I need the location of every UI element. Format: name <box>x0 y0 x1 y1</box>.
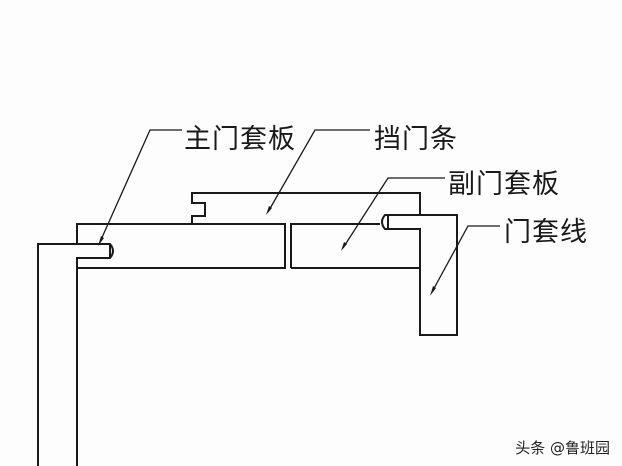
leader-main-jamb <box>99 129 182 243</box>
leader-secondary-jamb <box>342 177 445 249</box>
label-door-stop: 挡门条 <box>374 124 458 155</box>
leader-door-stop <box>267 129 370 213</box>
leader-arrowheads <box>98 206 436 296</box>
main-jamb <box>76 223 286 269</box>
right-casing <box>381 214 458 336</box>
door-stop <box>191 192 421 224</box>
leader-lines <box>99 129 500 293</box>
secondary-jamb <box>290 223 420 269</box>
label-casing: 门套线 <box>504 217 588 248</box>
leader-casing <box>431 225 500 293</box>
label-secondary-jamb: 副门套板 <box>448 169 560 200</box>
left-casing <box>37 243 114 466</box>
label-main-jamb: 主门套板 <box>184 124 296 155</box>
watermark: 头条 @鲁班园 <box>515 439 610 457</box>
